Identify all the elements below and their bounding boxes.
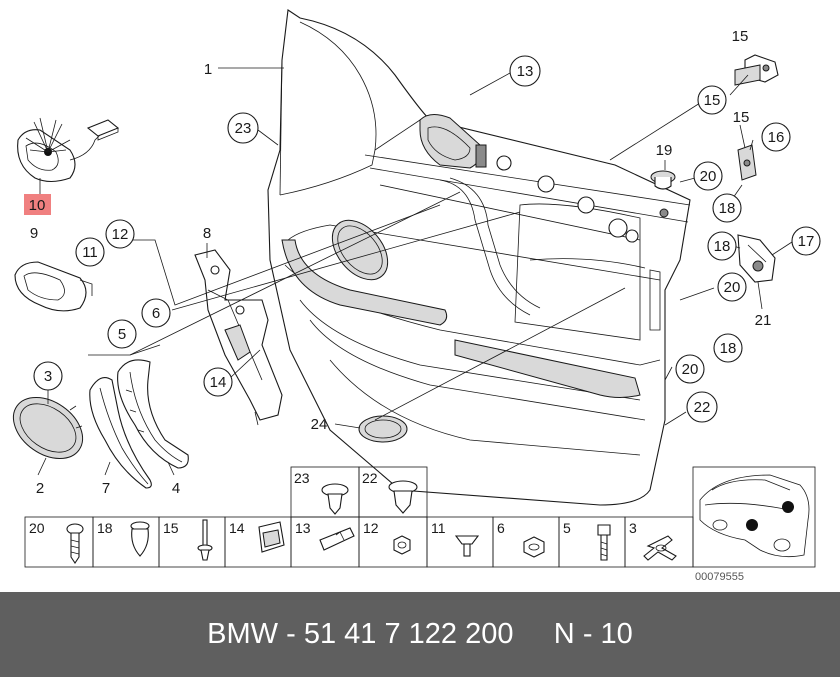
- callout-23: 23: [235, 120, 252, 137]
- part-16-hinge-bracket: [734, 54, 779, 86]
- callout-5: 5: [118, 326, 126, 343]
- table-cell-22: 22: [362, 470, 378, 486]
- part-17-clip: [737, 144, 757, 181]
- part-19-cap: [650, 170, 676, 190]
- callout-24: 24: [311, 416, 328, 433]
- table-cell-14: 14: [229, 520, 245, 536]
- callout-8: 8: [203, 225, 211, 242]
- part-8-bracket: [194, 249, 283, 426]
- fastener-drawings: [66, 480, 677, 564]
- callout-10-highlight: [24, 194, 51, 215]
- position-separator: -: [582, 618, 593, 650]
- table-cell-23: 23: [294, 470, 310, 486]
- speaker-grille-panel: [331, 219, 389, 281]
- part-9-handle: [14, 261, 93, 312]
- callout-2: 2: [36, 480, 44, 497]
- callout-4: 4: [172, 480, 180, 497]
- table-cell-20: 20: [29, 520, 45, 536]
- table-cell-3: 3: [629, 520, 637, 536]
- table-cell-11: 11: [431, 520, 446, 536]
- callout-14: 14: [210, 374, 227, 391]
- part-2-speaker-grille: [12, 397, 84, 459]
- callout-11: 11: [82, 244, 98, 261]
- table-cell-6: 6: [497, 520, 505, 536]
- door-trim-panel: [267, 9, 691, 506]
- callout-15-low: 18: [714, 238, 731, 255]
- callout-13: 13: [517, 63, 534, 80]
- table-cell-13: 13: [295, 520, 311, 536]
- part-4-trim-strip: [117, 359, 189, 469]
- callout-20-mid: 20: [724, 279, 741, 296]
- fastener-table: [24, 466, 816, 568]
- callout-7: 7: [102, 480, 110, 497]
- callout-15-mid: 18: [719, 200, 736, 217]
- callout-18-top: 16: [768, 129, 785, 146]
- callout-17: 15: [733, 109, 750, 126]
- callout-12: 12: [112, 226, 129, 243]
- part-24-badge: [358, 415, 408, 443]
- callout-6: 6: [152, 305, 160, 322]
- fastener-table-labels: 23 22 20 18 15 14 13 12 11 6 5 3: [29, 470, 637, 536]
- circled-callouts: 3 5 6 11 12 13 14 15 18 18 16 17 18 20 2…: [33, 55, 821, 423]
- table-cell-5: 5: [563, 520, 571, 536]
- callout-22: 22: [694, 399, 711, 416]
- part-number-banner: BMW - 51 41 7 122 200 N - 10: [0, 592, 840, 677]
- brand-name: BMW: [207, 618, 279, 650]
- callout-1: 1: [204, 61, 212, 78]
- reference-code: 00079555: [695, 571, 744, 583]
- callout-9: 9: [30, 225, 38, 242]
- callout-16: 15: [732, 28, 749, 45]
- vehicle-location-inset: [699, 474, 810, 558]
- inner-door-handle: [419, 114, 487, 169]
- table-cell-12: 12: [363, 520, 379, 536]
- switch-recesses: [496, 155, 669, 243]
- callout-19: 19: [656, 142, 673, 159]
- part-10-door-opener: [17, 117, 120, 183]
- callout-21: 21: [755, 312, 772, 329]
- callout-20-low: 20: [682, 361, 699, 378]
- parts-diagram: 1 2 4 7 8 9 15 15 19 21 24 10 3 5 6 11 1…: [12, 9, 821, 583]
- position-value: 10: [600, 618, 633, 650]
- part-7-trim-strip: [89, 377, 152, 489]
- callout-10: 10: [29, 197, 46, 214]
- callout-3: 3: [44, 368, 52, 385]
- location-dot-lower: [746, 519, 758, 531]
- callout-20-top: 20: [700, 168, 717, 185]
- callout-15-top: 15: [704, 92, 721, 109]
- part-number: 51 41 7 122 200: [303, 618, 514, 650]
- table-cell-15: 15: [163, 520, 179, 536]
- table-cell-18: 18: [97, 520, 113, 536]
- part-21-bracket: [737, 234, 776, 283]
- callout-18-mid: 17: [798, 233, 815, 250]
- position-label: N: [553, 618, 575, 650]
- location-dot-upper: [782, 501, 794, 513]
- brand-separator: -: [286, 618, 296, 650]
- callout-18-low: 18: [720, 340, 737, 357]
